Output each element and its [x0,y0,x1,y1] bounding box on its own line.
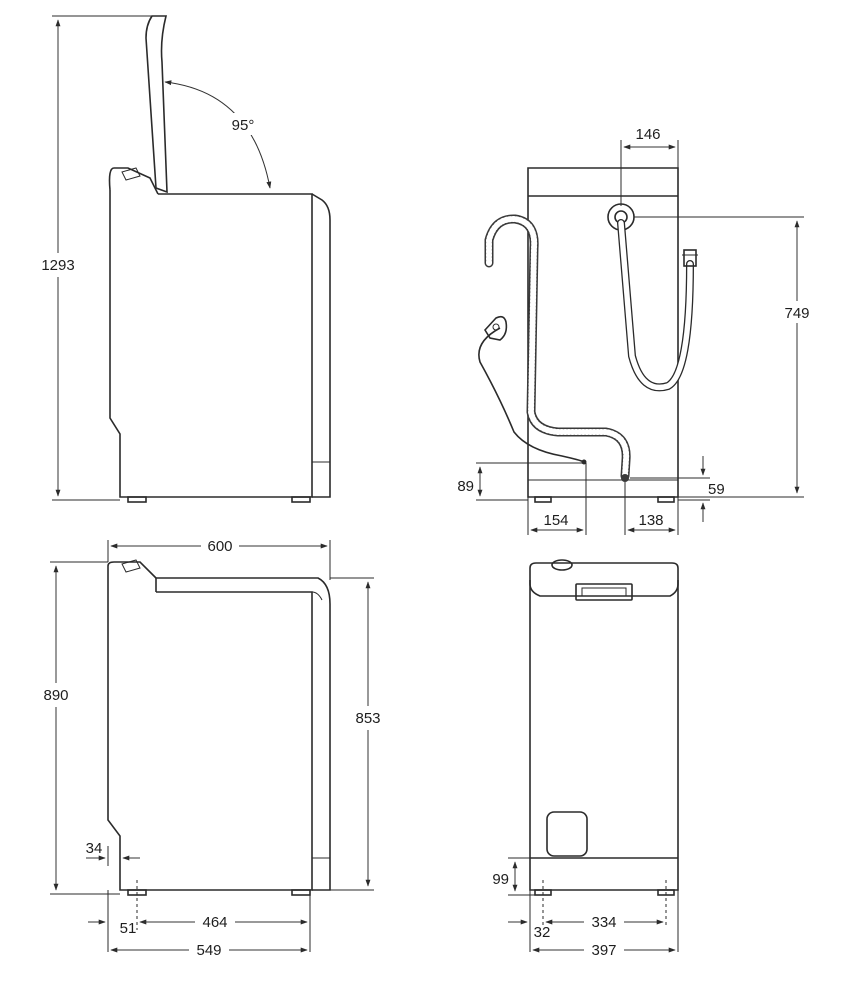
width-lid-label: 600 [207,538,232,555]
height-open-label: 1293 [41,257,74,274]
side-closed-front-foot [291,889,311,896]
front-display-window [581,587,627,597]
foot-inset-label: 34 [86,840,103,857]
front-filter-door [546,811,588,857]
drain-hose-corrugation [486,215,630,479]
base-height-label: 99 [492,871,509,888]
height-body-label-bg [348,706,388,730]
power-plug [483,315,508,341]
drain-height-label: 89 [457,478,474,495]
front-width-label: 397 [591,942,616,959]
foot-spacing-label-bg [195,911,235,931]
height-total-label-bg [36,683,76,707]
side-closed-lid [155,577,331,891]
foot-offset-label: 51 [120,920,137,937]
depth-label-bg [189,939,229,959]
side-closed-body-outline [107,566,313,891]
inlet-hose-fill [618,220,693,390]
outlet-offset-label: 146 [635,126,660,143]
width-lid-label-bg [201,535,239,555]
drain-left-label: 154 [543,512,568,529]
back-left-foot [534,496,552,503]
side-open-control-panel [108,167,159,195]
foot-height-label: 59 [708,481,725,498]
height-body-label: 853 [355,710,380,727]
front-width-label-bg [584,939,624,959]
side-view-lid-closed: 600 890 853 34 51 464 549 [36,535,388,959]
front-display [575,583,633,601]
back-right-foot [657,496,675,503]
depth-label: 549 [196,942,221,959]
front-foot-offset-label: 32 [534,924,551,941]
inlet-hose-connector [683,249,697,267]
foot-spacing-label: 464 [202,914,227,931]
side-closed-control-panel [107,561,157,579]
side-open-front-foot [291,496,311,503]
front-view: 99 32 334 397 [492,559,679,959]
front-top-panel [529,562,679,597]
power-plug-pin [492,323,500,331]
side-open-body-outline [109,190,313,498]
inlet-height-label: 749 [784,305,809,322]
drain-hose-end [621,474,629,482]
front-body-outline [529,580,679,891]
inlet-height-label-bg [779,301,815,323]
inlet-right-label: 138 [638,512,663,529]
side-open-detergent-knob [121,167,141,181]
side-closed-detergent-knob [121,559,141,573]
front-knob [551,559,573,571]
lid-angle-label: 95° [232,117,255,134]
side-view-lid-open: 1293 95° [40,15,331,503]
power-cord [478,327,585,463]
side-open-front-panel [311,193,331,498]
drain-hose [484,214,631,481]
side-closed-lid-edge [311,591,323,601]
side-open-rear-foot [127,496,147,503]
height-open-label-bg [40,253,76,277]
height-total-label: 890 [43,687,68,704]
lid-angle-label-bg [226,113,260,135]
back-view: 146 749 89 154 138 59 [457,126,815,535]
front-foot-spacing-label-bg [584,911,624,931]
front-foot-spacing-label: 334 [591,914,616,931]
side-open-lid [145,15,168,194]
